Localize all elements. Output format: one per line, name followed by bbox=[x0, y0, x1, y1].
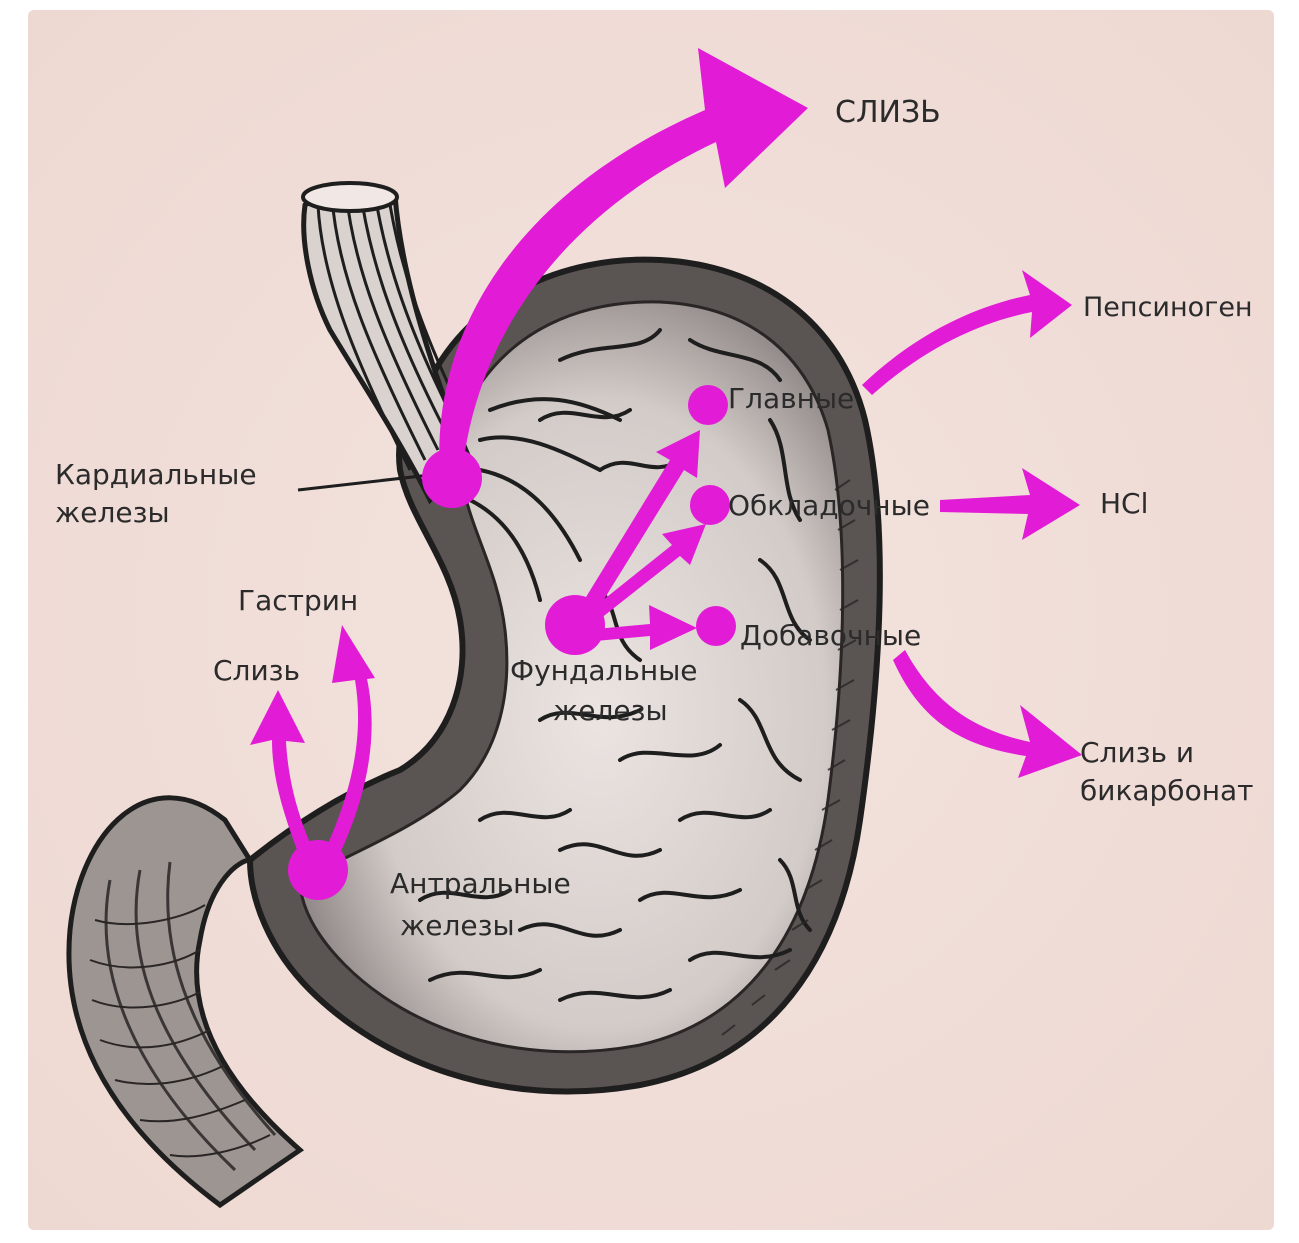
label-gastrin: Гастрин bbox=[238, 584, 358, 617]
chief-cell-dot bbox=[688, 385, 728, 425]
cardiac-gland-dot bbox=[422, 448, 482, 508]
label-accessory-cells: Добавочные bbox=[740, 619, 921, 652]
label-fundic-glands-line2: железы bbox=[553, 694, 668, 727]
label-cardiac-glands-line1: Кардиальные bbox=[55, 458, 257, 491]
parietal-cell-dot bbox=[690, 485, 730, 525]
label-fundic-glands-line1: Фундальные bbox=[510, 654, 698, 687]
label-pepsinogen: Пепсиноген bbox=[1083, 292, 1253, 323]
accessory-cell-dot bbox=[696, 606, 736, 646]
antral-gland-dot bbox=[288, 840, 348, 900]
label-mucus-top: СЛИЗЬ bbox=[835, 95, 941, 130]
label-antral-glands-line2: железы bbox=[400, 909, 515, 942]
label-mucus-antral: Слизь bbox=[213, 654, 300, 687]
label-mucus-bicarbonate-line1: Слизь и bbox=[1080, 736, 1194, 769]
label-mucus-bicarbonate-line2: бикарбонат bbox=[1080, 774, 1253, 807]
label-antral-glands-line1: Антральные bbox=[390, 867, 571, 900]
label-parietal-cells: Обкладочные bbox=[728, 489, 930, 522]
label-chief-cells: Главные bbox=[728, 382, 854, 415]
label-cardiac-glands-line2: железы bbox=[55, 496, 170, 529]
fundic-gland-dot bbox=[545, 595, 605, 655]
label-hcl: HCl bbox=[1100, 487, 1148, 520]
